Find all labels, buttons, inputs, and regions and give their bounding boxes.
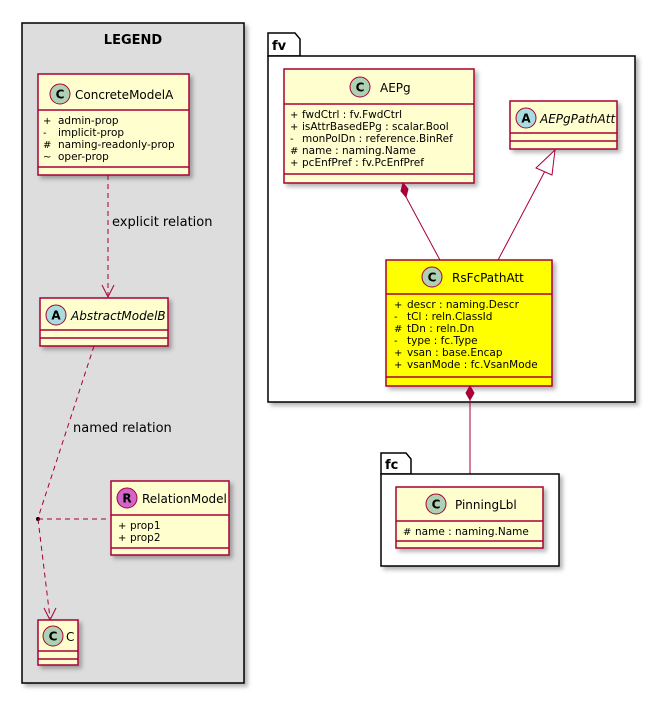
class-name: PinningLbl [455,498,517,512]
stereo-letter: A [521,112,531,126]
class-pinning-lbl[interactable]: C PinningLbl # name : naming.Name [395,486,544,549]
fv-package-name: fv [272,39,287,54]
class-aepg[interactable]: C AEPg + fwdCtrl : fv.FwdCtrl + isAttrBa… [283,68,475,184]
svg-text:+: + [394,300,402,311]
stereo-letter: R [122,492,131,506]
prop-visibility: + [118,521,126,532]
class-name: AEPgPathAtt [539,112,616,126]
stereo-letter: C [356,81,365,95]
prop: prop2 [130,532,161,544]
prop: tCl : reln.ClassId [407,311,492,323]
svg-text:-: - [290,134,294,145]
prop-visibility: + [118,533,126,544]
class-aepg-path-att[interactable]: A AEPgPathAtt [509,100,618,150]
prop: monPolDn : reference.BinRef [302,133,453,145]
svg-text:+: + [394,360,402,371]
class-name: C [66,630,74,644]
svg-text:-: - [394,336,398,347]
prop-visibility: + [43,116,51,127]
class-stereotype-icon [349,76,371,98]
svg-text:#: # [394,324,402,335]
prop: isAttrBasedEPg : scalar.Bool [302,121,449,133]
stereo-letter: A [51,309,61,323]
legend-title: LEGEND [104,33,163,48]
class-concrete-model-a[interactable]: C ConcreteModelA + admin-prop - implicit… [37,73,190,176]
prop: admin-prop [58,115,119,127]
class-stereotype-icon [42,625,64,647]
prop: descr : naming.Descr [407,299,520,311]
stereo-letter: C [432,498,441,512]
fc-package-name: fc [385,458,398,473]
prop: tDn : reln.Dn [407,323,474,335]
prop: pcEnfPref : fv.PcEnfPref [302,157,424,169]
composition-edge-pinning [465,384,475,487]
stereo-letter: C [56,88,65,102]
prop: prop1 [130,520,161,532]
prop-visibility: - [43,128,47,139]
relation-stereotype-icon [116,487,138,509]
class-stereotype-icon [425,493,447,515]
class-name: AEPg [380,81,411,95]
prop: naming-readonly-prop [58,139,175,151]
abstract-stereotype-icon [45,304,67,326]
abstract-stereotype-icon [515,107,537,129]
explicit-relation-label: explicit relation [112,215,212,230]
class-c[interactable]: C C [37,619,79,666]
class-rs-fc-path-att[interactable]: C RsFcPathAtt + descr : naming.Descr - t… [385,259,553,387]
svg-text:+: + [394,348,402,359]
generalization-edge [496,148,556,263]
svg-text:+: + [290,110,298,121]
prop: name : naming.Name [415,526,529,538]
prop: vsanMode : fc.VsanMode [407,359,538,371]
svg-text:+: + [290,158,298,169]
class-stereotype-icon [421,266,443,288]
named-relation-label: named relation [73,421,172,436]
prop: type : fc.Type [407,335,478,347]
svg-text:#: # [290,146,298,157]
explicit-relation-edge: explicit relation [101,175,212,299]
class-name: RelationModel [142,492,227,506]
class-name: ConcreteModelA [75,88,174,102]
prop-visibility: # [43,140,51,151]
prop: oper-prop [58,151,109,163]
class-relation-model[interactable]: R RelationModel + prop1 + prop2 [110,480,230,556]
prop: implicit-prop [58,127,124,139]
class-abstract-model-b[interactable]: A AbstractModelB [39,297,169,347]
prop-visibility: ~ [43,152,51,163]
stereo-letter: C [49,630,58,644]
class-name: RsFcPathAtt [452,271,524,285]
named-relation-edge: named relation [36,345,172,622]
svg-text:-: - [394,312,398,323]
class-name: AbstractModelB [70,309,166,323]
svg-text:#: # [403,527,411,538]
svg-text:+: + [290,122,298,133]
prop: fwdCtrl : fv.FwdCtrl [302,109,402,121]
composition-edge-aepg [400,181,442,263]
stereo-letter: C [428,271,437,285]
class-stereotype-icon [49,83,71,105]
prop: vsan : base.Encap [407,347,503,359]
prop: name : naming.Name [302,145,416,157]
